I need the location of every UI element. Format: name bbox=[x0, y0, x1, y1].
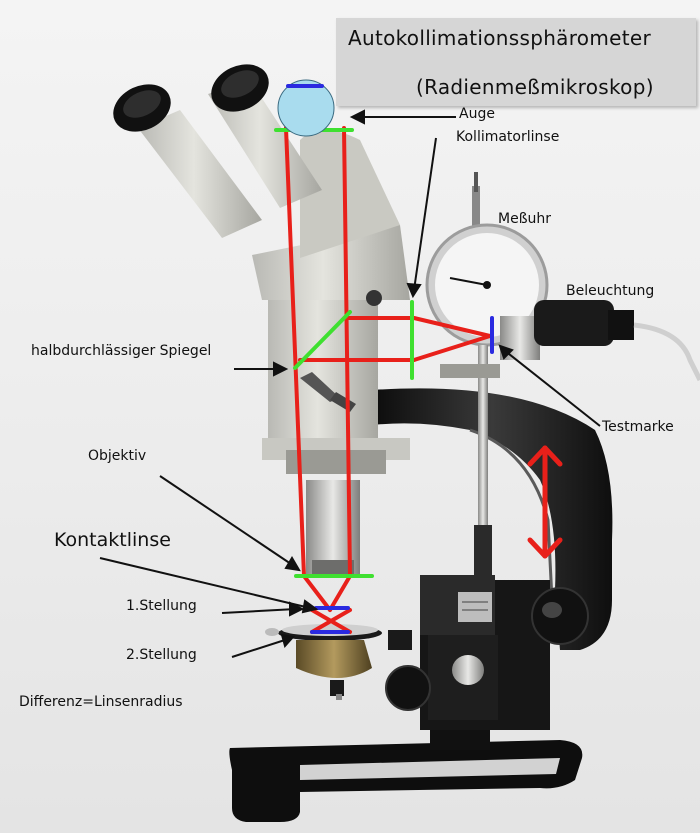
label-beleuchtung: Beleuchtung bbox=[566, 283, 655, 299]
arrow-auge bbox=[349, 109, 456, 125]
label-stellung2: 2.Stellung bbox=[126, 647, 197, 663]
label-kollimatorlinse: Kollimatorlinse bbox=[456, 129, 560, 145]
label-differenz: Differenz=Linsenradius bbox=[19, 694, 183, 710]
arrow-stellung1 bbox=[221, 601, 305, 617]
label-objektiv: Objektiv bbox=[88, 448, 147, 464]
microscope-base bbox=[229, 720, 583, 822]
label-kontaktlinse: Kontaktlinse bbox=[54, 529, 171, 551]
arrow-kollimatorlinse bbox=[406, 137, 437, 299]
title-box bbox=[336, 18, 696, 106]
arrow-objektiv bbox=[159, 475, 301, 572]
objective bbox=[306, 480, 360, 578]
title-line1: Autokollimationssphärometer bbox=[348, 26, 652, 50]
blue-markers bbox=[286, 84, 494, 634]
arrow-testmarke bbox=[498, 344, 601, 427]
label-auge: Auge bbox=[459, 106, 495, 122]
label-testmarke: Testmarke bbox=[602, 419, 674, 435]
eyepiece-circle-icon bbox=[277, 79, 335, 137]
arrow-spiegel bbox=[234, 361, 289, 377]
label-spiegel: halbdurchlässiger Spiegel bbox=[31, 343, 212, 359]
arrow-kontaktlinse bbox=[99, 557, 319, 614]
label-messuhr: Meßuhr bbox=[498, 211, 552, 227]
dial-gauge bbox=[425, 172, 549, 575]
title-line2: (Radienmeßmikroskop) bbox=[416, 75, 654, 99]
illuminator bbox=[440, 300, 700, 382]
label-stellung1: 1.Stellung bbox=[126, 598, 197, 614]
arrow-stellung2 bbox=[231, 633, 295, 658]
annotation-arrows bbox=[99, 109, 601, 658]
vertical-double-arrow-icon bbox=[527, 445, 563, 559]
